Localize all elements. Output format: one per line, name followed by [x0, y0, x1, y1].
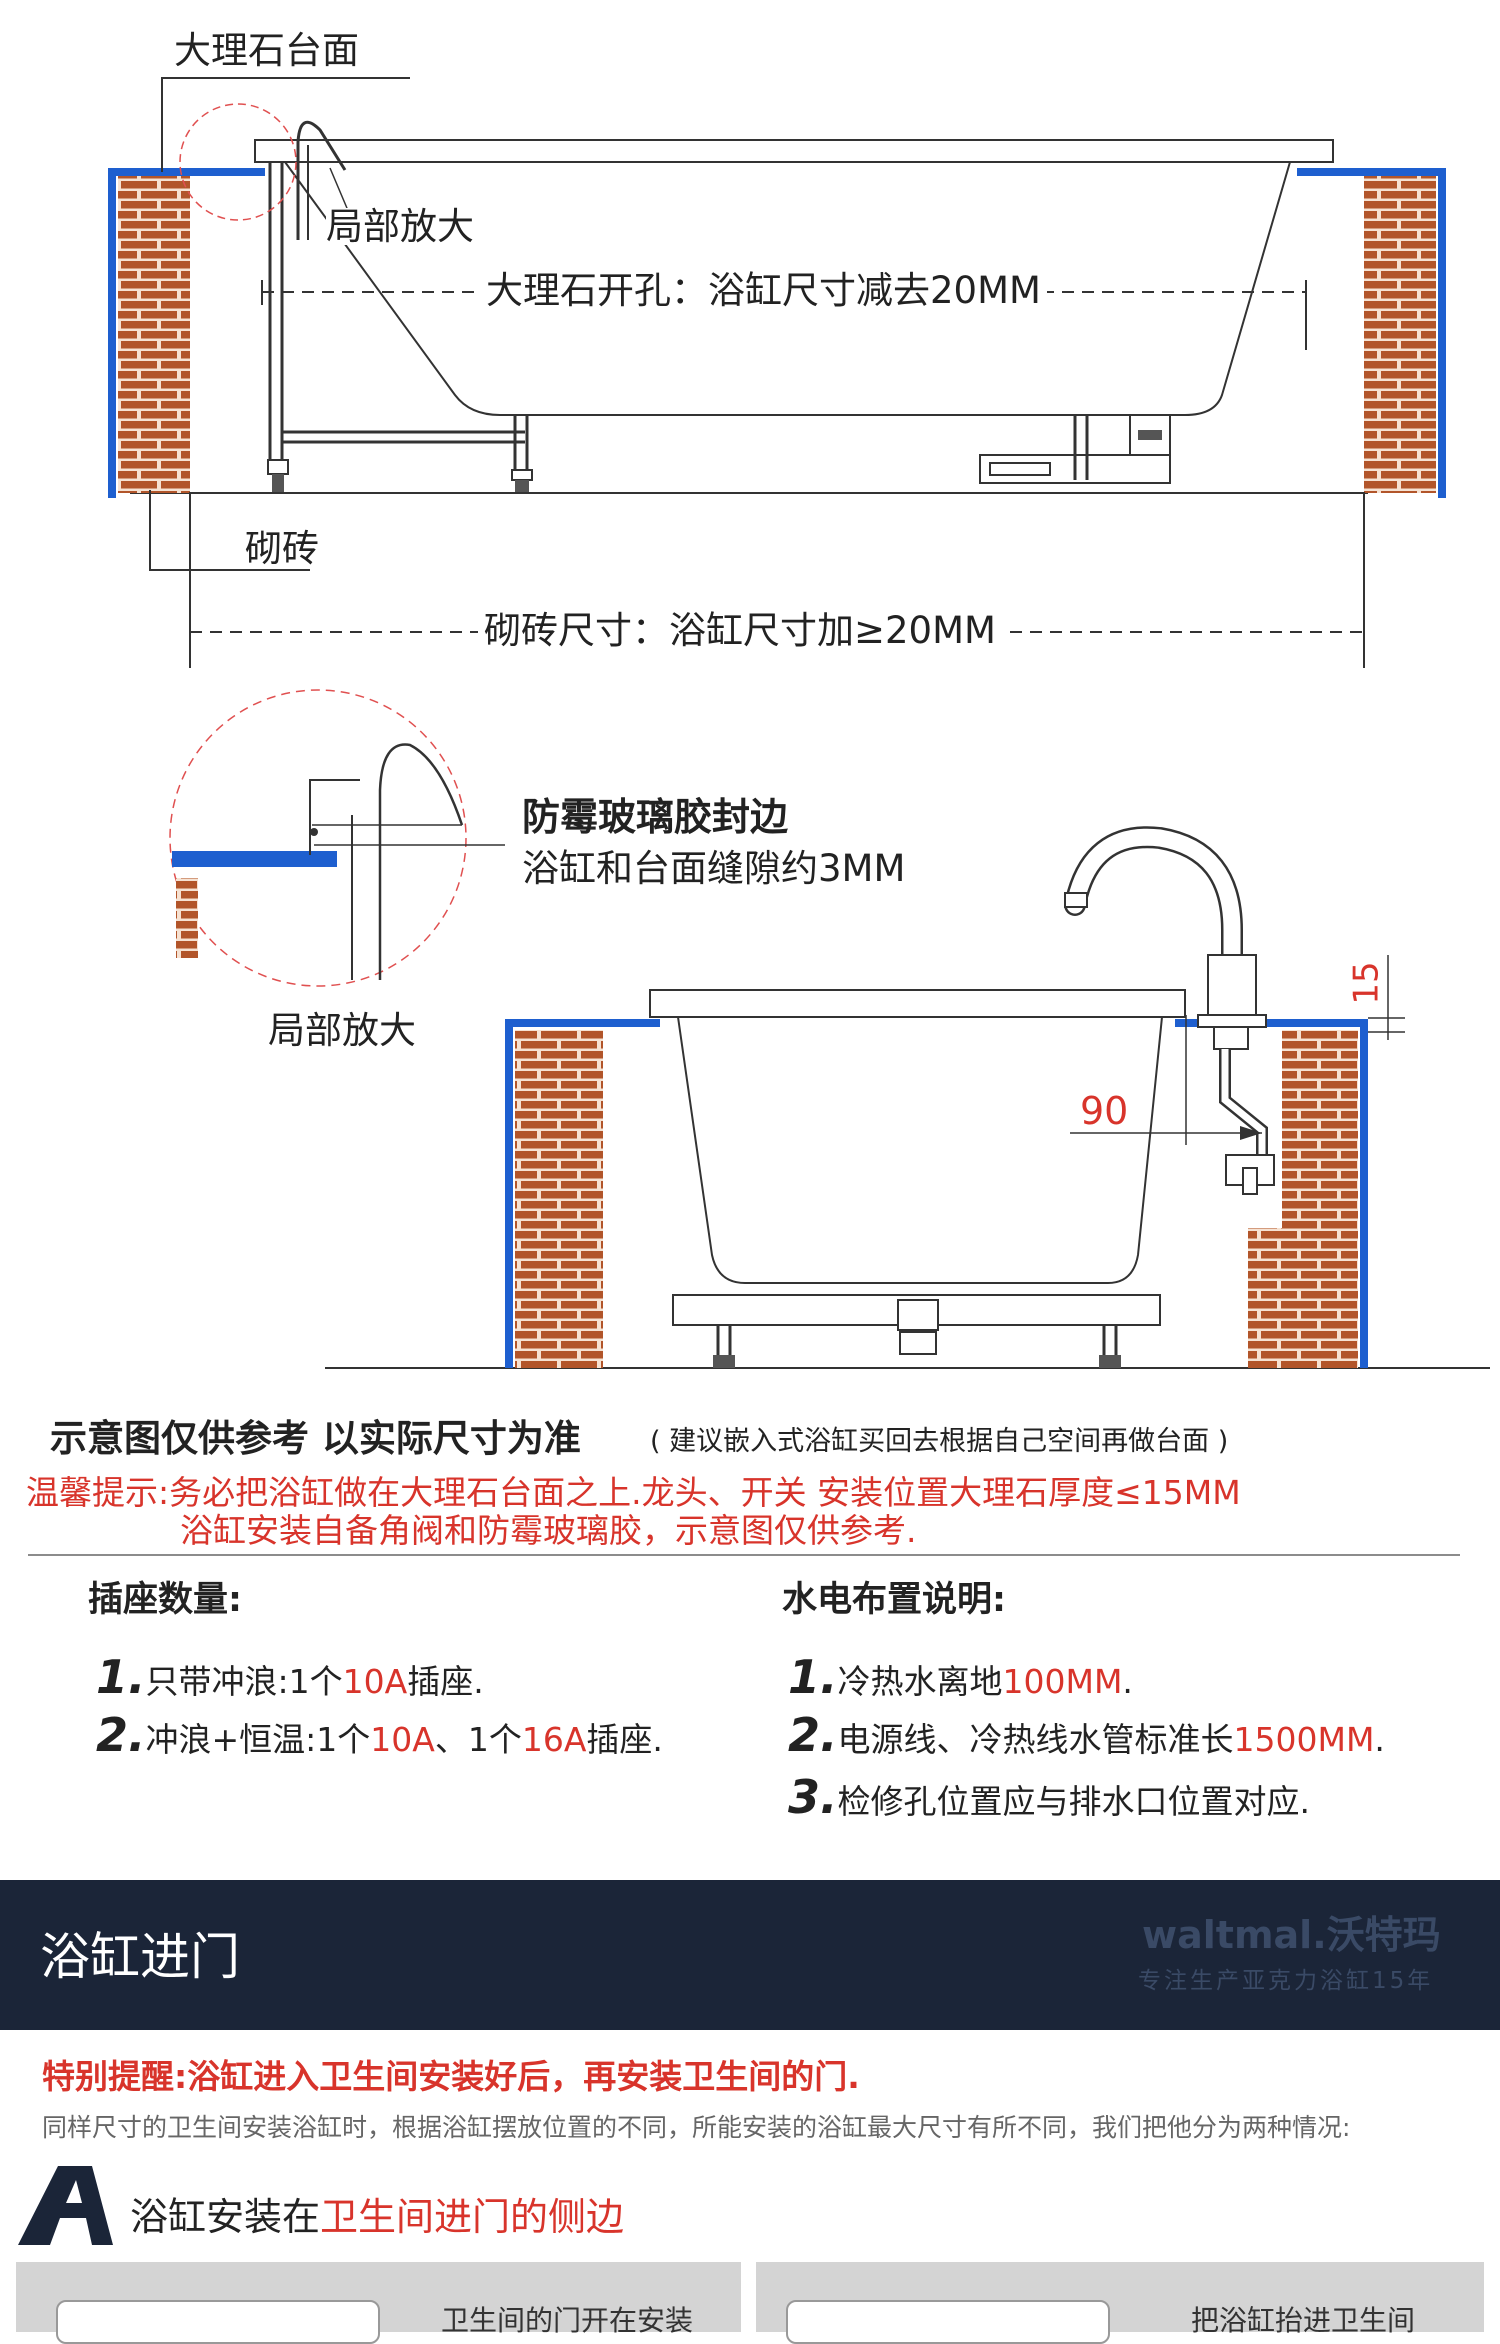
tub-body-2 — [676, 1016, 1164, 1284]
special-title: 特别提醒:浴缸进入卫生间安装好后，再安装卫生间的门. — [42, 2057, 860, 2096]
tip-line-2: 浴缸安装自备角阀和防霉玻璃胶，示意图仅供参考. — [180, 1511, 917, 1550]
marble-hole-label: 大理石开孔：浴缸尺寸减去20MM — [480, 272, 1047, 309]
plumbing-title: 水电布置说明: — [782, 1580, 1006, 1620]
brand-logo: waltmal.沃特玛 — [1142, 1913, 1441, 1957]
zoom-label-1: 局部放大 — [326, 205, 474, 248]
dimension-15: 15 — [1346, 961, 1387, 1005]
special-desc: 同样尺寸的卫生间安装浴缸时，根据浴缸摆放位置的不同，所能安装的浴缸最大尺寸有所不… — [42, 2113, 1351, 2142]
gap-label: 浴缸和台面缝隙约3MM — [522, 847, 906, 890]
brick-label: 砌砖 — [245, 527, 319, 570]
section-a-letter-icon — [18, 2166, 113, 2245]
plumbing-item-2: 2.电源线、冷热线水管标准长1500MM. — [788, 1708, 1385, 1762]
brick-wall-right-2 — [1248, 1030, 1358, 1368]
marble-top-label: 大理石台面 — [174, 29, 359, 72]
sockets-title: 插座数量: — [88, 1580, 242, 1620]
option-box-left-text: 卫生间的门开在安装 — [441, 2304, 694, 2337]
sealant-title: 防霉玻璃胶封边 — [522, 795, 789, 839]
section-banner: 浴缸进门 waltmal.沃特玛 专注生产亚克力浴缸15年 — [0, 1880, 1500, 2030]
notes-main: 示意图仅供参考 以实际尺寸为准 — [50, 1417, 581, 1460]
diagram-1 — [108, 77, 1446, 668]
option-box-right-text: 把浴缸抬进卫生间 — [1191, 2304, 1416, 2337]
zoom-circle-2 — [169, 689, 467, 987]
zoom-label-2: 局部放大 — [268, 1009, 416, 1052]
diagram-2 — [325, 826, 1490, 1369]
tip-line-1: 温馨提示:务必把浴缸做在大理石台面之上.龙头、开关 安装位置大理石厚度≤15MM — [26, 1473, 1241, 1512]
zoom-circle-1 — [179, 103, 297, 221]
brand-slogan: 专注生产亚克力浴缸15年 — [1138, 1968, 1434, 1994]
tub-rim-2 — [649, 989, 1186, 1018]
brick-wall-left — [118, 175, 190, 493]
notes-sub: ( 建议嵌入式浴缸买回去根据自己空间再做台面 ) — [650, 1426, 1229, 1457]
plumbing-item-1: 1.冷热水离地100MM. — [788, 1650, 1133, 1704]
plumbing-item-3: 3.检修孔位置应与排水口位置对应. — [788, 1770, 1310, 1824]
section-a-heading: 浴缸安装在卫生间进门的侧边 — [130, 2195, 625, 2239]
dimension-90: 90 — [1080, 1089, 1129, 1133]
banner-title: 浴缸进门 — [40, 1928, 240, 1986]
brick-size-label: 砌砖尺寸：浴缸尺寸加≥20MM — [478, 612, 1002, 649]
brick-wall-left-2 — [515, 1030, 603, 1368]
socket-item-2: 2.冲浪+恒温:1个10A、1个16A插座. — [96, 1708, 663, 1762]
socket-item-1: 1.只带冲浪:1个10A插座. — [96, 1650, 484, 1704]
brick-wall-right — [1364, 175, 1436, 493]
zoom-detail — [169, 689, 505, 987]
tub-rim — [254, 139, 1334, 163]
